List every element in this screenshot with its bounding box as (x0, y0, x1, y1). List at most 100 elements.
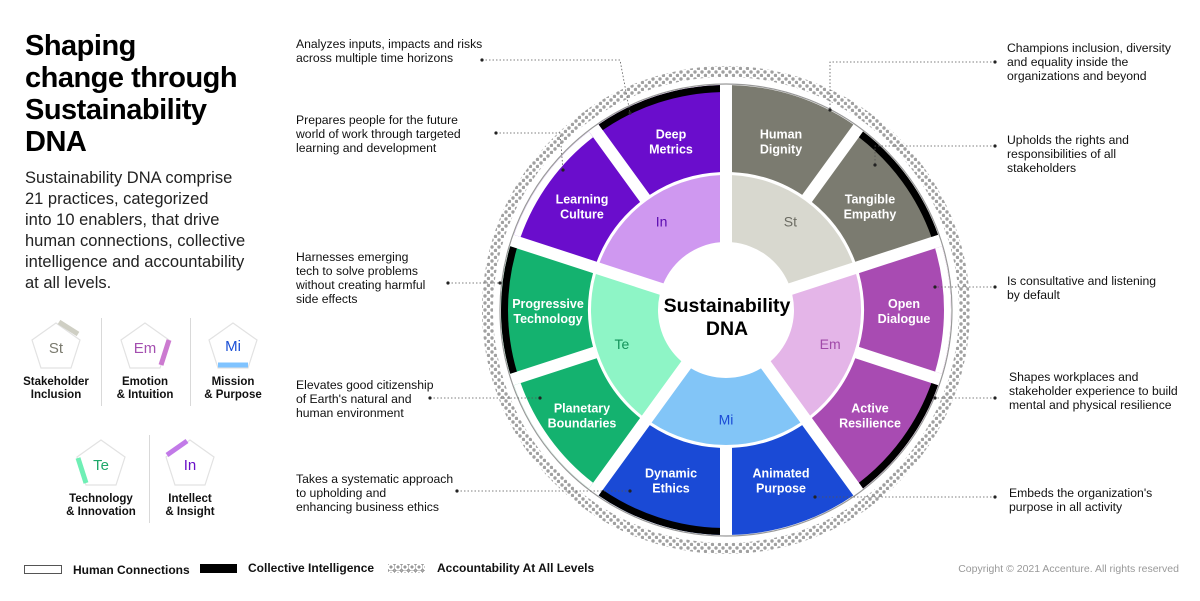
segment-label: Open (888, 297, 920, 311)
group-abbr-st: St (784, 213, 797, 229)
divider (149, 435, 150, 523)
key-abbr: Te (93, 457, 109, 474)
annotation-line: Analyzes inputs, impacts and risks (296, 37, 483, 51)
sector-inner-em (770, 274, 861, 416)
copyright: Copyright © 2021 Accenture. All rights r… (958, 563, 1179, 575)
legend-swatch-human-connections (24, 565, 62, 574)
intro-text: Sustainability DNA comprise 21 practices… (25, 168, 275, 294)
group-abbr-te: Te (614, 336, 629, 352)
divider (101, 318, 102, 406)
wheel-sectors: StHumanDignityTangibleEmpathyEmOpenDialo… (500, 85, 951, 535)
legend-label: Human Connections (73, 563, 190, 577)
segment-label: Boundaries (548, 417, 617, 431)
key-label-line: Stakeholder (23, 376, 89, 388)
annotation-line: Upholds the rights and (1007, 133, 1129, 147)
annotation-line: Elevates good citizenship (296, 378, 434, 392)
sector-inner-in (599, 175, 721, 284)
legend-label: Collective Intelligence (248, 561, 375, 575)
key-label-line: Intellect (168, 493, 212, 505)
leader-line (482, 59, 631, 114)
segment-label: Dynamic (645, 466, 697, 480)
segment-planetary-boundaries (513, 358, 641, 489)
title-line: Sustainability (25, 94, 207, 126)
annotation-line: stakeholder experience to build (1009, 384, 1178, 398)
segment-tangible-empathy (811, 131, 939, 262)
leader-dot (933, 285, 937, 289)
key-abbr: Em (134, 340, 157, 357)
sector-inner-mi (651, 368, 801, 446)
segment-label: Purpose (756, 481, 806, 495)
annotation-line: learning and development (296, 141, 437, 155)
stripe-progressive-technology (500, 246, 517, 374)
title-line: DNA (25, 126, 87, 158)
key-label-line: Emotion (122, 376, 168, 388)
annotation-line: stakeholders (1007, 161, 1077, 175)
annotation-line: enhancing business ethics (296, 500, 439, 514)
stripe-active-resilience (858, 383, 939, 489)
title-line: Shaping (25, 30, 136, 62)
segment-label: Planetary (554, 402, 610, 416)
annotation-line: Champions inclusion, diversity (1007, 41, 1171, 55)
annotation-line: Harnesses emerging (296, 250, 409, 264)
center-title: DNA (706, 318, 748, 340)
group-abbr-mi: Mi (719, 412, 734, 428)
pentagon-icon: Mi (208, 322, 258, 369)
leader-dot (628, 489, 632, 493)
segment-label: Empathy (844, 207, 897, 221)
segment-label: Active (851, 402, 889, 416)
segment-progressive-technology (500, 246, 594, 374)
annotation-line: world of work through targeted (296, 127, 461, 141)
segment-learning-culture (513, 131, 641, 262)
leader-line (829, 61, 995, 110)
intro-line: Sustainability DNA comprise (25, 169, 233, 187)
segment-label: Tangible (845, 192, 896, 206)
intro-line: into 10 enablers, that drive (25, 211, 220, 229)
key-label-line: Inclusion (30, 389, 82, 401)
segment-label: Progressive (512, 297, 584, 311)
key-label-line: & Insight (165, 506, 215, 518)
annotation-line: responsibilities of all (1007, 147, 1117, 161)
key-label-line: & Intuition (116, 389, 174, 401)
segment-open-dialogue (858, 246, 951, 374)
pentagon-icon: In (165, 438, 215, 486)
ring-outline (499, 83, 953, 537)
segment-label: Animated (753, 466, 810, 480)
center-title: Sustainability (664, 295, 791, 317)
key-intellect-insight: In Intellect& Insight (144, 435, 236, 519)
annotation-line: and equality inside the (1007, 55, 1129, 69)
key-label-line: Mission (211, 376, 255, 388)
legend-swatch-collective-intelligence (200, 564, 237, 573)
page-title: Shaping change through Sustainability DN… (25, 30, 285, 158)
leader-dot (480, 58, 484, 62)
segment-active-resilience (811, 358, 939, 489)
segment-label: Ethics (652, 481, 690, 495)
annotation-line: side effects (296, 292, 358, 306)
key-label-line: Technology (69, 493, 133, 505)
pentagon-icon: Em (120, 322, 172, 369)
leader-dot (993, 60, 997, 64)
leader-dot (873, 163, 877, 167)
annotation-line: purpose in all activity (1009, 500, 1123, 514)
segment-animated-purpose (731, 425, 854, 535)
leader-dot (993, 396, 997, 400)
annotation-line: Embeds the organization's (1009, 486, 1153, 500)
legend-swatch-accountability (388, 564, 425, 573)
segment-label: Dignity (760, 143, 802, 157)
segment-label: Resilience (839, 417, 901, 431)
key-abbr: St (49, 340, 64, 357)
stripe-deep-metrics (598, 85, 721, 131)
segment-label: Human (760, 128, 802, 142)
pentagon-icon: Te (75, 439, 126, 486)
segment-human-dignity (731, 85, 854, 195)
title-line: change through (25, 62, 238, 94)
leader-dot (498, 281, 502, 285)
key-technology-innovation: Te Technology& Innovation (55, 435, 147, 519)
annotation-line: without creating harmful (296, 278, 426, 292)
